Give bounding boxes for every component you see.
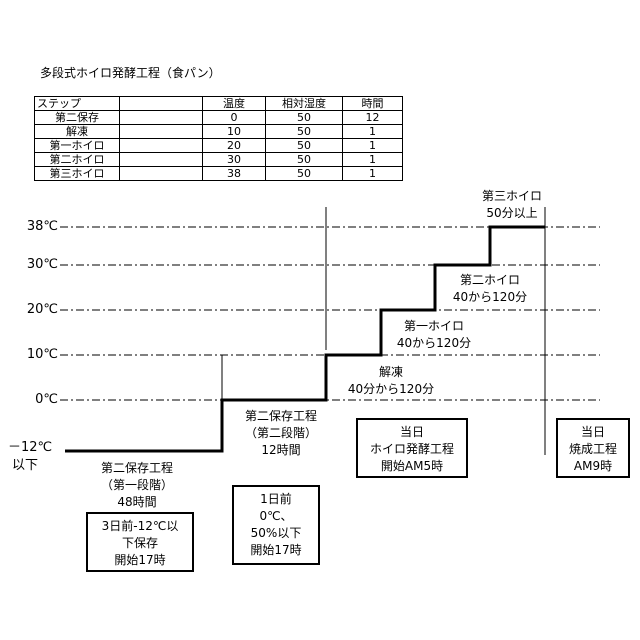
label-storage-stage2-sub: （第二段階） [226, 425, 336, 442]
box-three-days-line3: 開始17時 [88, 552, 192, 569]
box-one-day-line2: 0℃、 [234, 508, 318, 525]
box-today-hoiro-line3: 開始AM5時 [358, 458, 466, 475]
label-storage-stage1-sub: （第一段階） [82, 477, 192, 494]
label-first-hoiro-name: 第一ホイロ [384, 318, 484, 335]
label-thaw-time: 40分から120分 [336, 381, 446, 398]
y-label-20: 20℃ [0, 302, 58, 317]
y-label-minus12-below: 以下 [12, 454, 70, 473]
box-today-bake-line2: 焼成工程 [558, 441, 628, 458]
label-storage-stage2-name: 第二保存工程 [226, 408, 336, 425]
box-today-bake: 当日 焼成工程 AM9時 [556, 418, 630, 478]
box-three-days-line2: 下保存 [88, 535, 192, 552]
label-storage-stage2: 第二保存工程 （第二段階） 12時間 [226, 408, 336, 459]
label-second-hoiro-time: 40から120分 [440, 289, 540, 306]
y-label-0: 0℃ [0, 392, 58, 407]
box-today-hoiro: 当日 ホイロ発酵工程 開始AM5時 [356, 418, 468, 478]
y-label-38: 38℃ [0, 219, 58, 234]
y-label-minus12: －12℃ [8, 436, 66, 455]
label-thaw: 解凍 40分から120分 [336, 364, 446, 398]
label-second-hoiro: 第二ホイロ 40から120分 [440, 272, 540, 306]
box-today-hoiro-line2: ホイロ発酵工程 [358, 441, 466, 458]
label-third-hoiro: 第三ホイロ 50分以上 [472, 188, 552, 222]
box-one-day-line1: 1日前 [234, 491, 318, 508]
label-second-hoiro-name: 第二ホイロ [440, 272, 540, 289]
box-one-day-line3: 50%以下 [234, 525, 318, 542]
label-storage-stage1-time: 48時間 [82, 494, 192, 511]
label-first-hoiro-time: 40から120分 [384, 335, 484, 352]
label-first-hoiro: 第一ホイロ 40から120分 [384, 318, 484, 352]
label-storage-stage1-name: 第二保存工程 [82, 460, 192, 477]
box-three-days-line1: 3日前-12℃以 [88, 518, 192, 535]
label-third-hoiro-name: 第三ホイロ [472, 188, 552, 205]
label-thaw-name: 解凍 [336, 364, 446, 381]
label-third-hoiro-time: 50分以上 [472, 205, 552, 222]
box-today-bake-line1: 当日 [558, 424, 628, 441]
label-storage-stage2-time: 12時間 [226, 442, 336, 459]
box-today-bake-line3: AM9時 [558, 458, 628, 475]
label-storage-stage1: 第二保存工程 （第一段階） 48時間 [82, 460, 192, 511]
y-label-30: 30℃ [0, 257, 58, 272]
box-three-days-before: 3日前-12℃以 下保存 開始17時 [86, 512, 194, 572]
y-label-10: 10℃ [0, 347, 58, 362]
box-today-hoiro-line1: 当日 [358, 424, 466, 441]
box-one-day-before: 1日前 0℃、 50%以下 開始17時 [232, 485, 320, 565]
box-one-day-line4: 開始17時 [234, 542, 318, 559]
